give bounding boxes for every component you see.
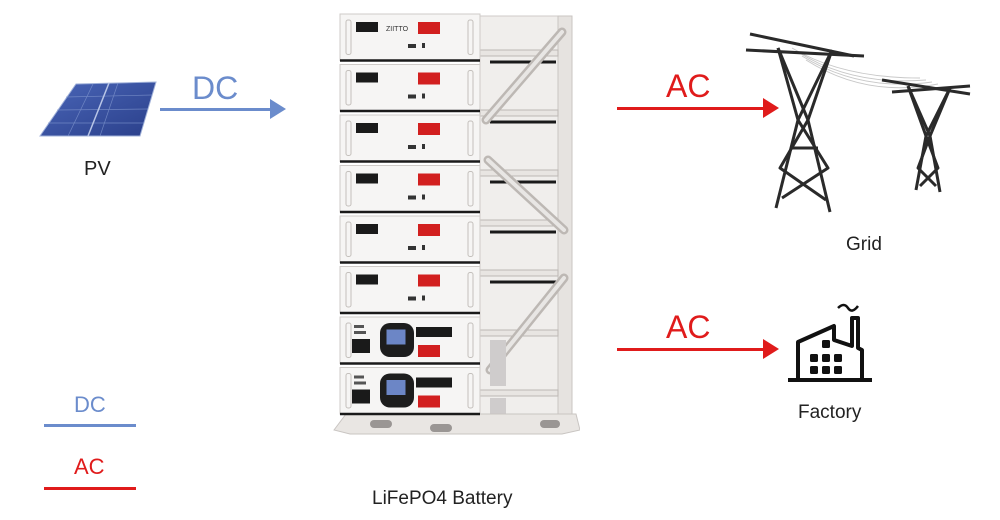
legend-dc-line (44, 424, 136, 427)
grid-node (742, 28, 978, 218)
legend-dc-label: DC (74, 392, 106, 417)
legend-ac-label: AC (74, 454, 105, 479)
battery-module (339, 165, 481, 214)
battery-module: ZIITTO (339, 13, 481, 62)
grid-label: Grid (846, 234, 882, 255)
brand-mark: ZIITTO (386, 26, 409, 33)
battery-module (339, 114, 481, 163)
battery-module (339, 215, 481, 264)
inverter-battery-module (339, 316, 481, 365)
battery-rack-icon: ZIITTO (333, 13, 580, 435)
battery-label: LiFePO4 Battery (372, 488, 513, 509)
battery-module (339, 266, 481, 315)
battery-module (339, 64, 481, 113)
factory-label: Factory (798, 402, 862, 423)
factory-icon (788, 303, 872, 382)
legend: DC AC (44, 388, 144, 498)
battery-node: ZIITTO (330, 10, 580, 450)
ac-grid-flow-arrow (617, 98, 779, 118)
power-tower-icon (745, 32, 971, 213)
solar-panel-icon (39, 81, 157, 137)
factory-node (786, 300, 876, 386)
legend-ac-line (44, 487, 136, 490)
dc-flow-arrow (160, 99, 286, 119)
inverter-battery-module (339, 367, 481, 416)
ac-grid-flow-label: AC (666, 68, 711, 104)
pv-label: PV (84, 158, 111, 180)
ac-factory-flow-arrow (617, 339, 779, 359)
ac-factory-flow-label: AC (666, 309, 711, 345)
pv-node (38, 80, 158, 140)
dc-flow-label: DC (192, 70, 239, 106)
